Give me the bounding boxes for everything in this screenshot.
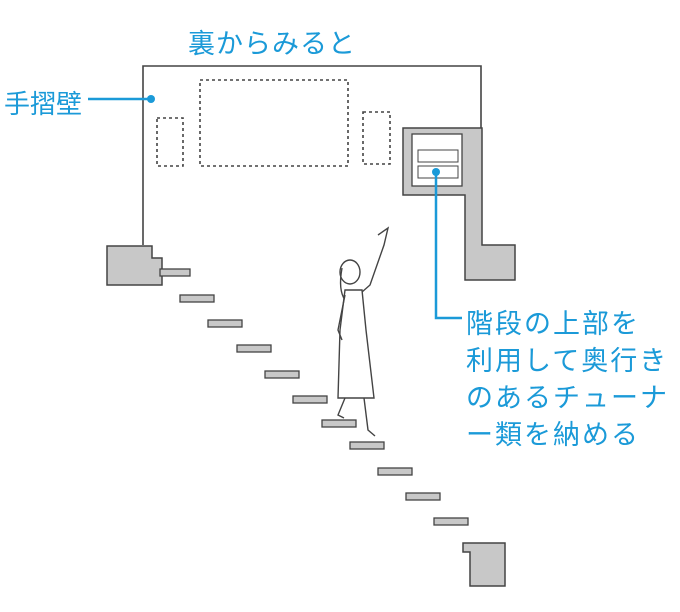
dashed-opening-right (362, 111, 391, 165)
storage-note-line: ー類を納める (466, 420, 640, 451)
dashed-opening-left (156, 117, 184, 167)
person-figure (337, 226, 390, 437)
stair-tread (292, 395, 328, 404)
stair-tread (179, 294, 215, 303)
storage-note-line: 階段の上部を (466, 309, 640, 340)
view-title: 裏からみると (188, 29, 356, 60)
stair-tread (349, 441, 385, 450)
stair-tread (159, 268, 191, 277)
stair-treads (159, 268, 469, 526)
stair-tread (264, 370, 300, 379)
upper-landing (106, 245, 163, 286)
dashed-opening-large (199, 79, 349, 167)
stair-tread (377, 467, 413, 476)
storage-note-line: 利用して奥行き (466, 346, 669, 377)
storage-leader (434, 172, 462, 320)
stair-tread (405, 492, 441, 501)
stair-tread (433, 517, 469, 526)
handrail-leader-dot (147, 95, 155, 103)
stair-tread (207, 319, 243, 328)
stair-tread (236, 344, 272, 353)
storage-leader-dot (432, 168, 440, 176)
stair-tread (321, 419, 357, 428)
tuner-upper (417, 149, 459, 163)
storage-note-line: のあるチューナ (466, 383, 669, 414)
lower-landing (462, 542, 506, 587)
handrail-wall-outline (142, 65, 482, 245)
handrail-wall-label: 手摺壁 (4, 90, 83, 120)
